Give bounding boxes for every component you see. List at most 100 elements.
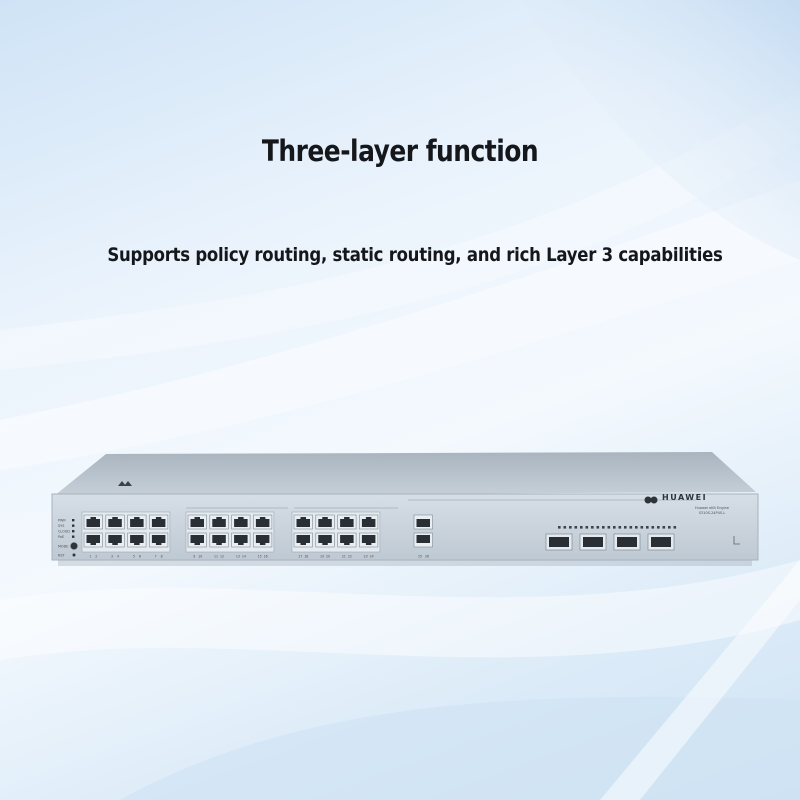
sfp-led-icon [580,526,583,529]
rj45-latch [300,517,306,520]
port-number: 10 [198,555,202,559]
sfp-led-icon [591,526,594,529]
port-number: 18 [304,555,308,559]
sfp-cavity [651,537,671,547]
led-label: PWR [58,519,66,523]
sfp-led-icon [646,526,649,529]
rj45-cavity [296,519,310,527]
rj45-cavity [130,535,144,543]
button-label: MODE [58,545,68,549]
rj45-latch [259,542,266,545]
sfp-led-icon [596,526,600,529]
rj45-latch [344,517,350,520]
rj45-latch [365,517,372,520]
rj45-cavity [255,535,270,543]
sfp-cavity [617,537,637,547]
sfp-led-icon [673,526,677,529]
sfp-cavity [549,537,569,547]
sfp-cavity [583,537,603,547]
rj45-latch [259,517,266,520]
button-label: RST [58,554,66,558]
rj45-latch [365,542,372,545]
port-number: 8 [161,555,163,559]
port-number: 13 [236,555,240,559]
subtitle: Supports policy routing, static routing,… [107,244,723,266]
uplink-cavity [416,535,430,543]
headline: Three-layer function [261,134,539,168]
rj45-latch [322,542,328,545]
rj45-cavity [340,519,354,527]
port-number: 9 [193,555,195,559]
rj45-cavity [234,535,248,543]
corner-mark [733,536,740,545]
reset-button[interactable] [72,553,76,557]
port-number: 17 [298,555,302,559]
led-label: SYS [58,524,64,528]
sfp-led-icon [657,526,660,529]
rj45-cavity [361,535,376,543]
rj45-latch [194,542,200,545]
port-number: 1 [89,555,91,559]
rj45-cavity [86,535,100,543]
rj45-cavity [190,519,204,527]
huawei-logo-icon [644,496,658,504]
port-number: 15 [258,555,262,559]
status-led-icon [72,535,75,538]
rj45-latch [134,542,140,545]
rj45-cavity [108,535,122,543]
rj45-latch [112,542,118,545]
port-number: 23 [364,555,368,559]
rj45-latch [90,542,96,545]
sfp-led-icon [607,526,611,529]
rj45-latch [300,542,306,545]
status-led-icon [72,524,75,527]
rj45-cavity [212,519,226,527]
port-number: 22 [348,555,352,559]
rj45-latch [216,542,222,545]
led-label: PoE [58,535,64,539]
sfp-led-icon [640,526,644,529]
port-number: 6 [139,555,141,559]
rj45-cavity [255,519,270,527]
rj45-cavity [318,519,332,527]
rj45-cavity [86,519,100,527]
sfp-led-icon [635,526,638,529]
mode-button[interactable] [70,542,78,550]
rj45-latch [322,517,328,520]
sfp-led-icon [624,526,627,529]
rj45-latch [90,517,96,520]
rj45-cavity [212,535,226,543]
rj45-latch [134,517,140,520]
led-label: CLOUD [58,530,70,534]
rj45-latch [155,517,162,520]
uplink-cavity [416,519,430,527]
sfp-led-icon [574,526,578,529]
port-number: 16 [264,555,268,559]
port-number: 19 [320,555,324,559]
rj45-cavity [318,535,332,543]
status-led-icon [72,519,75,522]
port-number: 21 [342,555,346,559]
rj45-cavity [296,535,310,543]
rj45-cavity [190,535,204,543]
chassis-shadow [58,560,752,566]
rj45-cavity [151,519,166,527]
sfp-led-icon [613,526,616,529]
sfp-led-icon [629,526,633,529]
rj45-cavity [234,519,248,527]
sfp-led-icon [558,526,561,529]
sfp-led-icon [662,526,666,529]
uplink-number: 25 [418,555,422,559]
port-number: 2 [95,555,97,559]
rj45-latch [238,517,244,520]
sfp-led-icon [668,526,671,529]
model-line-2: S310S-24P4S-L [699,511,726,515]
rj45-latch [216,517,222,520]
sfp-led-icon [651,526,655,529]
port-number: 11 [214,555,218,559]
rj45-cavity [340,535,354,543]
top-logo-icon [118,481,132,486]
